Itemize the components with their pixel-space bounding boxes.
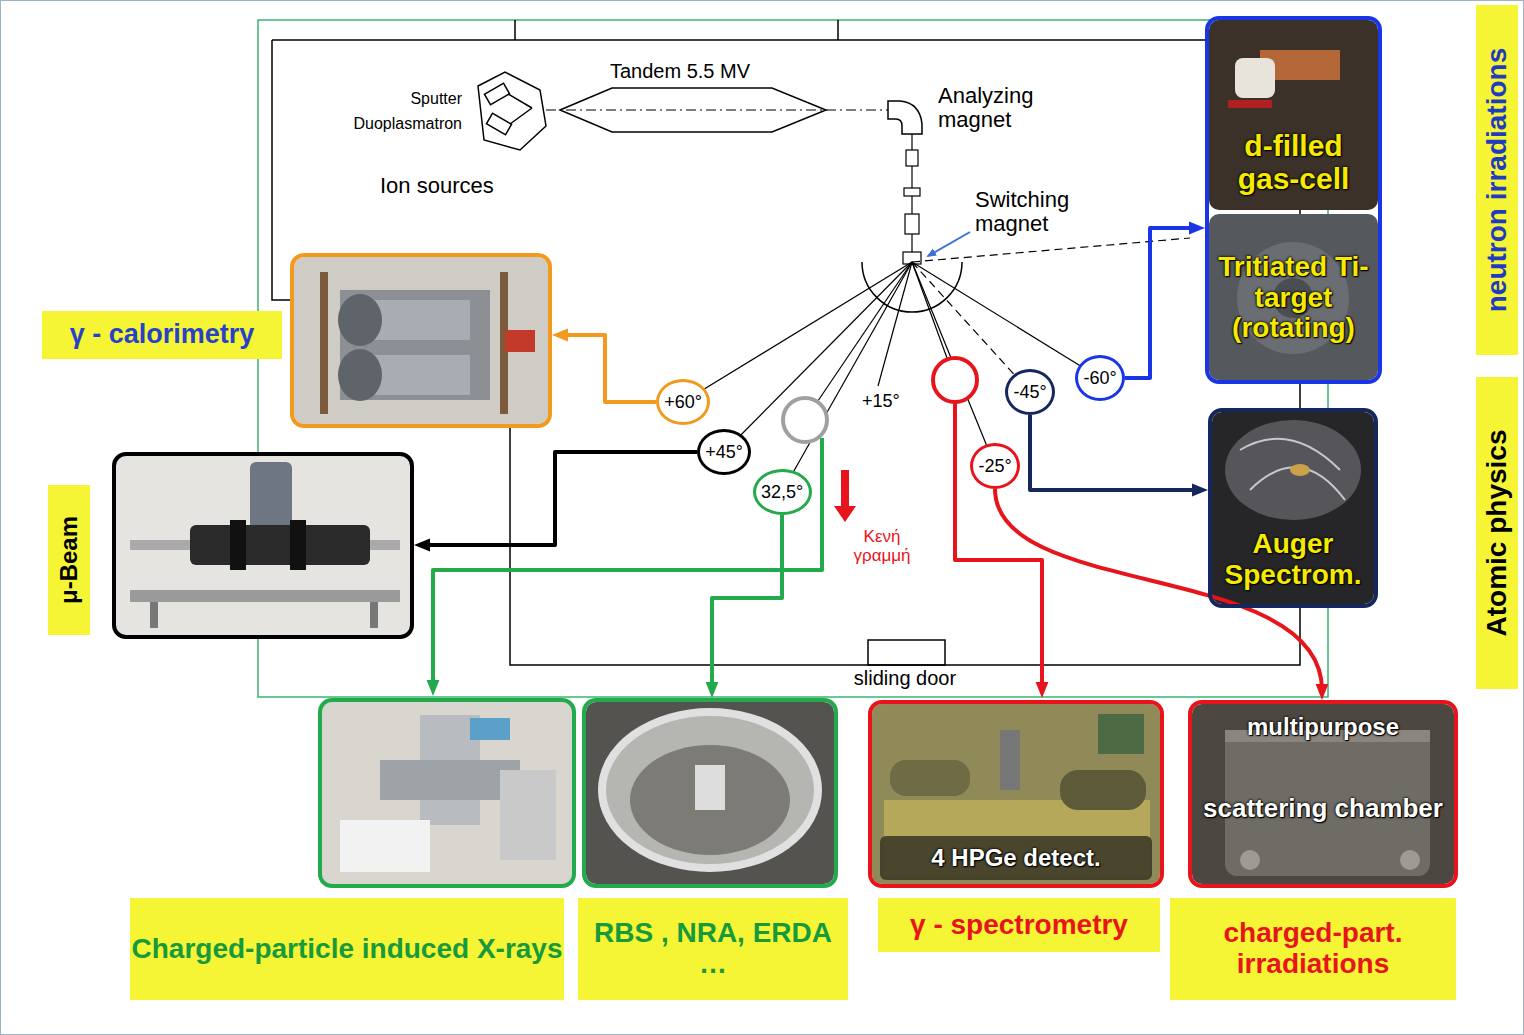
calorimetry-panel: γ - calorimetry [290, 253, 552, 428]
text-slot: scattering chamber [1196, 768, 1450, 848]
text-slot: Auger Spectrom. [1214, 520, 1372, 600]
photo-caption: Tritiated Ti-target (rotating) [1211, 252, 1376, 344]
angle-circle: -45° [1005, 369, 1055, 415]
plan-label: Switching magnet [975, 188, 1105, 236]
microbeam-panel: μ-Beam [112, 452, 414, 639]
pointer-arrow [928, 232, 970, 256]
rbs-chamber-photo [586, 702, 834, 884]
heading-band: γ - spectrometry [878, 898, 1160, 952]
auger-panel: Auger Spectrom.Atomic physics [1208, 408, 1378, 608]
blocked-line-arrow [834, 470, 856, 522]
section-heading: neutron irradiations [1482, 48, 1513, 312]
hall-frame [258, 20, 1328, 697]
plan-label: Tandem 5.5 MV [600, 60, 760, 82]
beamline-route [433, 438, 822, 686]
text-slot: d-filled gas-cell [1211, 116, 1376, 208]
gamma-spectrometry-panel: 4 HPGe detect.γ - spectrometry [868, 700, 1164, 888]
connector [1030, 415, 1198, 490]
neutron-panel: d-filled gas-cellTritiated Ti-target (ro… [1205, 16, 1382, 384]
calorimeter-photo [294, 257, 548, 424]
text-slot: 4 HPGe detect. [880, 836, 1152, 880]
beam-optics [903, 134, 921, 264]
plan-label: +15° [862, 392, 912, 412]
angle-circle: -25° [970, 443, 1020, 489]
section-heading: γ - calorimetry [70, 320, 255, 350]
angle-value: +60° [664, 393, 702, 411]
tandem-tank [560, 88, 826, 132]
connector [424, 452, 697, 545]
heading-band: neutron irradiations [1476, 5, 1518, 355]
angle-circle: 32,5° [753, 469, 812, 515]
connector [1125, 228, 1195, 378]
heading-band: Atomic physics [1476, 377, 1518, 689]
irradiation-panel: multipurposescattering chambercharged-pa… [1188, 700, 1458, 888]
analyzing-magnet [888, 101, 922, 134]
plan-label: Ion sources [380, 174, 550, 198]
section-heading: γ - spectrometry [910, 910, 1128, 941]
angle-circle: -60° [1075, 355, 1125, 401]
heading-band: Charged-particle induced X-rays [130, 898, 564, 1000]
heading-band: RBS , NRA, ERDA … [578, 898, 848, 1000]
section-heading: RBS , NRA, ERDA … [578, 918, 848, 980]
ion-beam-analysis-panel: RBS , NRA, ERDA … [582, 698, 838, 888]
plan-label: Sputter [340, 90, 462, 108]
xray-setup-photo [322, 702, 572, 884]
text-slot: Tritiated Ti-target (rotating) [1211, 218, 1376, 378]
plan-label: Duoplasmatron [330, 115, 462, 133]
text-slot: multipurpose [1196, 708, 1450, 746]
beamline-marker [933, 358, 977, 402]
connector [712, 515, 782, 688]
section-heading: Atomic physics [1482, 430, 1513, 637]
angle-value: -25° [978, 457, 1011, 475]
angle-circle: +60° [656, 379, 710, 425]
auger-photo [1212, 412, 1374, 604]
plan-label: Κενή γραμμή [846, 528, 918, 565]
beam-fan [683, 238, 1190, 492]
scattering-chamber-photo [1192, 704, 1454, 884]
angle-value: -45° [1013, 383, 1046, 401]
photo-caption: Auger Spectrom. [1214, 529, 1372, 591]
photo-caption: scattering chamber [1203, 794, 1443, 823]
photo-caption: d-filled gas-cell [1211, 129, 1376, 195]
section-heading: Charged-particle induced X-rays [131, 934, 562, 965]
tritium-target-photo [1209, 214, 1378, 380]
plan-label: sliding door [830, 667, 980, 689]
angle-value: -60° [1083, 369, 1116, 387]
angle-value: +45° [705, 443, 743, 461]
angle-value: 32,5° [761, 483, 803, 501]
angle-circle: +45° [697, 429, 751, 475]
hpge-array-photo [872, 704, 1160, 884]
photo-caption: multipurpose [1247, 714, 1399, 740]
heading-band: γ - calorimetry [42, 311, 282, 359]
beamline-marker [783, 398, 827, 442]
plan-label: Analyzing magnet [938, 84, 1068, 132]
beam-line [546, 109, 888, 110]
section-heading: μ-Beam [56, 516, 82, 604]
gas-cell-photo [1209, 20, 1378, 210]
heading-band: μ-Beam [48, 485, 90, 635]
section-heading: charged-part. irradiations [1170, 918, 1456, 980]
connector [562, 335, 656, 402]
ion-sources [478, 72, 546, 150]
microbeam-photo [116, 456, 410, 635]
heading-band: charged-part. irradiations [1170, 898, 1456, 1000]
xray-panel: Charged-particle induced X-rays [318, 698, 576, 888]
photo-caption: 4 HPGe detect. [931, 845, 1100, 871]
